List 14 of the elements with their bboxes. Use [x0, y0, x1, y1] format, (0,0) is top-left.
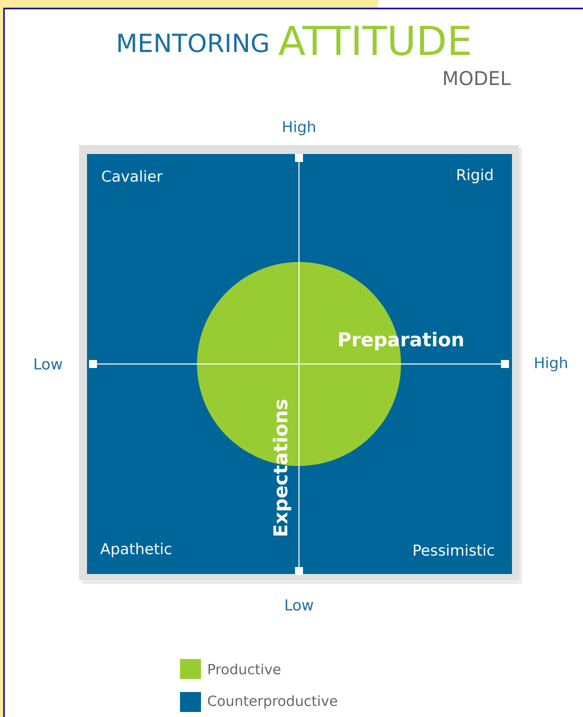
axis-label: Low [286, 599, 314, 611]
legend-label: Counterproductive [208, 695, 338, 709]
quadrant-label: Cavalier [102, 170, 163, 182]
quadrant-label: Rigid [457, 168, 492, 184]
axis-label: High [535, 356, 567, 372]
subtitle-text: MODEL [444, 70, 511, 86]
axis-label: High [283, 120, 315, 136]
quadrant-label: Apathetic [100, 542, 172, 558]
quadrant-label: Pessimistic [414, 544, 494, 556]
axis-title: Expectations [272, 400, 292, 536]
axis-label: Low [34, 358, 62, 370]
legend-label: Productive [208, 664, 280, 674]
title-text: ATTITUDE [278, 26, 470, 56]
title-text: MENTORING [118, 33, 268, 52]
